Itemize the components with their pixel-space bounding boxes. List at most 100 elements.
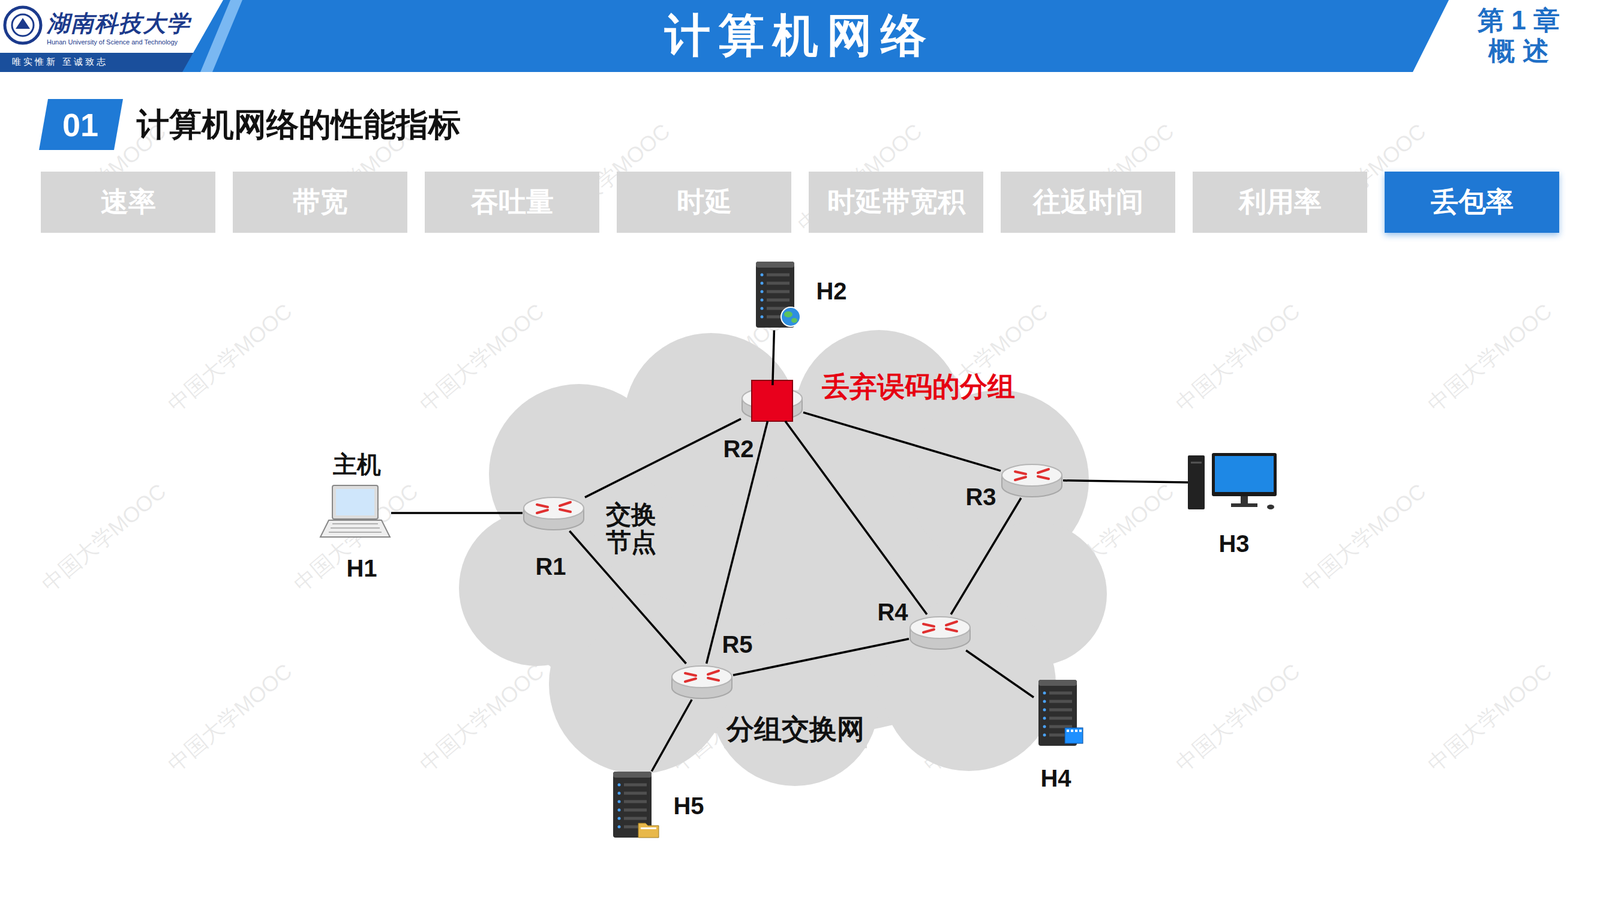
logo-emblem bbox=[11, 14, 34, 36]
network-label: 分组交换网 bbox=[724, 710, 867, 749]
watermark: 中国大学MOOC bbox=[1169, 656, 1307, 779]
server-led bbox=[760, 298, 764, 302]
network-link bbox=[584, 418, 741, 498]
router-label: R2 bbox=[720, 435, 756, 463]
router-label: R4 bbox=[874, 598, 911, 626]
server-icon bbox=[751, 261, 800, 331]
router-arrow bbox=[1037, 476, 1049, 479]
router-icon bbox=[670, 663, 734, 700]
server-led bbox=[760, 306, 764, 310]
decor-circle bbox=[710, 617, 879, 786]
server-top bbox=[755, 261, 795, 268]
server-top bbox=[1038, 679, 1077, 686]
laptop-keys bbox=[330, 527, 380, 529]
server-led bbox=[1043, 699, 1047, 703]
server-slot bbox=[623, 816, 647, 820]
network-link bbox=[651, 699, 692, 772]
router-node: R1 bbox=[522, 494, 585, 531]
film-hole bbox=[1075, 729, 1078, 732]
router-arrow bbox=[1037, 469, 1049, 473]
tab-label: 往返时间 bbox=[1033, 183, 1144, 221]
tab-box: 利用率 bbox=[1192, 171, 1368, 233]
chapter-shape bbox=[1412, 0, 1600, 72]
network-link bbox=[391, 511, 523, 515]
pc-stand bbox=[1240, 496, 1248, 504]
laptop-screen bbox=[335, 488, 375, 516]
server-slot bbox=[766, 289, 790, 293]
tab-label: 丢包率 bbox=[1430, 183, 1514, 221]
router-label: R3 bbox=[962, 483, 999, 511]
pc-screen bbox=[1214, 455, 1274, 492]
server-top bbox=[613, 771, 652, 778]
laptop-host: 主机H1 bbox=[319, 482, 392, 543]
pc-monitor bbox=[1211, 452, 1277, 497]
decor-circle bbox=[458, 509, 615, 666]
server-slot bbox=[766, 281, 790, 285]
desktop-host: H3 bbox=[1187, 452, 1278, 513]
logo-emblem bbox=[15, 17, 30, 29]
globe-land bbox=[784, 311, 793, 318]
watermark: 中国大学MOOC bbox=[161, 656, 299, 779]
router-icon bbox=[908, 614, 972, 651]
decor-circle bbox=[623, 332, 798, 507]
server-led bbox=[1043, 716, 1047, 720]
router-arrow bbox=[946, 628, 957, 632]
router-arrow bbox=[536, 509, 548, 513]
router-icon bbox=[740, 385, 804, 422]
logo-emblem bbox=[4, 7, 41, 44]
server-led bbox=[617, 808, 621, 812]
laptop-keys bbox=[332, 523, 378, 525]
tab-box: 带宽 bbox=[232, 171, 408, 233]
network-link bbox=[950, 497, 1022, 615]
cloud-shape bbox=[458, 329, 1107, 786]
router-label: R1 bbox=[532, 553, 569, 581]
server-slot bbox=[1049, 716, 1073, 720]
tab-label: 时延 bbox=[676, 183, 732, 221]
router-node: R3 bbox=[1000, 461, 1064, 498]
network-link bbox=[733, 638, 909, 676]
section-heading: 计算机网络的性能指标 bbox=[136, 103, 461, 147]
server-slot bbox=[1049, 699, 1073, 703]
tab-box: 时延带宽积 bbox=[808, 171, 984, 233]
server-slot bbox=[623, 799, 647, 803]
router-arrow bbox=[685, 678, 696, 682]
server-host: H2 bbox=[751, 261, 800, 331]
network-link bbox=[772, 330, 775, 386]
router-arrow bbox=[559, 509, 571, 512]
host-label: H1 bbox=[343, 554, 380, 582]
router-arrow bbox=[946, 621, 957, 626]
host-label: 主机 bbox=[330, 448, 384, 482]
discard-mark bbox=[751, 380, 793, 422]
network-link bbox=[706, 421, 768, 664]
tab-label: 吞吐量 bbox=[470, 183, 554, 221]
server-led bbox=[1043, 707, 1047, 711]
active-tab: 丢包率 bbox=[1384, 171, 1560, 233]
router-arrow bbox=[1015, 471, 1026, 474]
watermark: 中国大学MOOC bbox=[161, 296, 299, 419]
pc-tower bbox=[1187, 455, 1205, 510]
film-hole bbox=[1066, 729, 1070, 732]
router-top bbox=[523, 497, 584, 519]
folder-badge bbox=[638, 823, 659, 838]
tab-box: 时延 bbox=[616, 171, 792, 233]
router-top bbox=[671, 665, 732, 688]
watermark: 中国大学MOOC bbox=[413, 656, 551, 779]
router-arrow bbox=[536, 504, 548, 507]
watermark: 中国大学MOOC bbox=[35, 476, 173, 599]
tab-label: 带宽 bbox=[292, 183, 348, 221]
server-icon bbox=[608, 771, 657, 841]
server-host: H4 bbox=[1033, 679, 1082, 749]
node-annotation: 交换节点 bbox=[605, 500, 658, 557]
server-led bbox=[760, 314, 764, 318]
router-arrow bbox=[923, 629, 935, 633]
host-label: H4 bbox=[1037, 764, 1074, 792]
server-led bbox=[1043, 724, 1047, 728]
logo-panel bbox=[0, 0, 224, 53]
host-label: H3 bbox=[1216, 530, 1252, 558]
pc-base bbox=[1231, 503, 1258, 507]
server-host: H5 bbox=[608, 771, 657, 841]
router-arrow bbox=[685, 673, 696, 676]
laptop-base bbox=[320, 520, 390, 537]
chapter-label: 第 1 章 概 述 bbox=[1468, 5, 1571, 66]
